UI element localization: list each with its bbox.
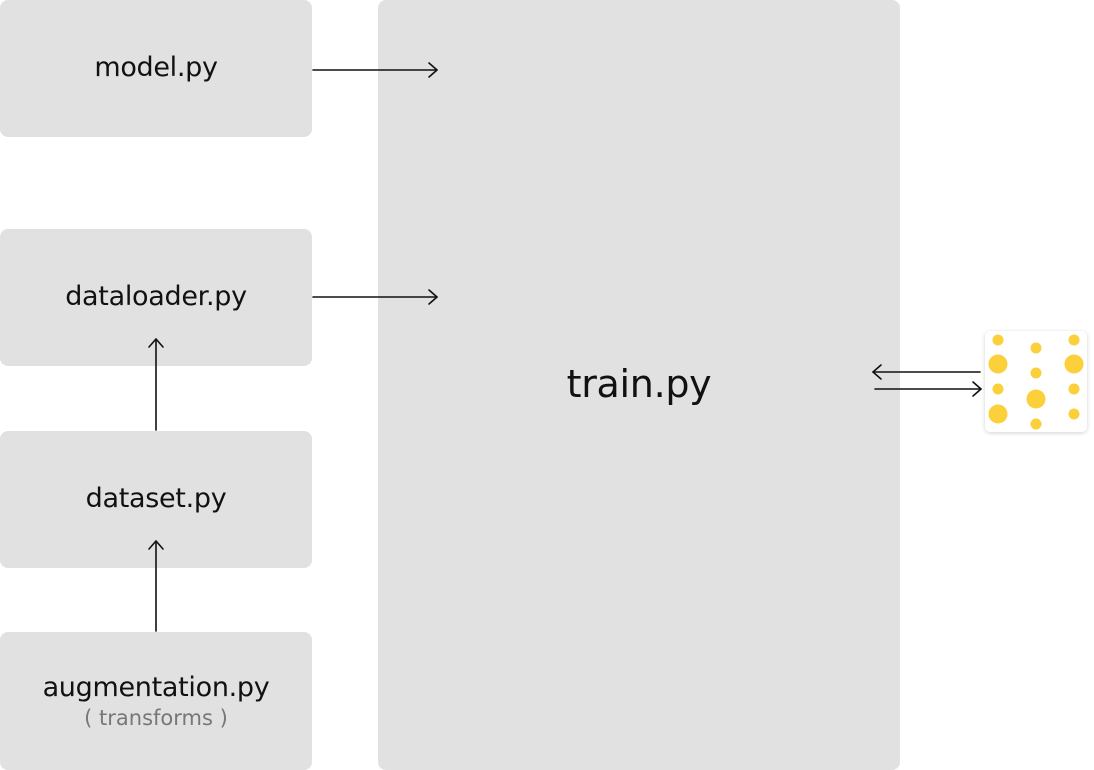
arrow-model-to-train <box>312 62 438 78</box>
augmentation-sublabel: ( transforms ) <box>84 706 228 731</box>
train-node: train.py <box>378 0 900 770</box>
model-label: model.py <box>94 52 218 84</box>
augmentation-label: augmentation.py <box>42 671 270 703</box>
data-tile <box>985 331 1087 432</box>
yellow-dots-icon <box>988 334 1084 430</box>
dataset-label: dataset.py <box>85 483 227 515</box>
arrow-augmentation-to-dataset <box>148 540 164 632</box>
model-node: model.py <box>0 0 312 137</box>
dataloader-label: dataloader.py <box>65 281 247 313</box>
augmentation-node: augmentation.py ( transforms ) <box>0 632 312 770</box>
train-label: train.py <box>566 362 712 407</box>
arrow-dataloader-to-train <box>312 289 438 305</box>
arrow-dataset-to-dataloader <box>148 338 164 431</box>
arrow-train-to-tile <box>874 381 982 397</box>
arrow-tile-to-train <box>872 364 981 380</box>
